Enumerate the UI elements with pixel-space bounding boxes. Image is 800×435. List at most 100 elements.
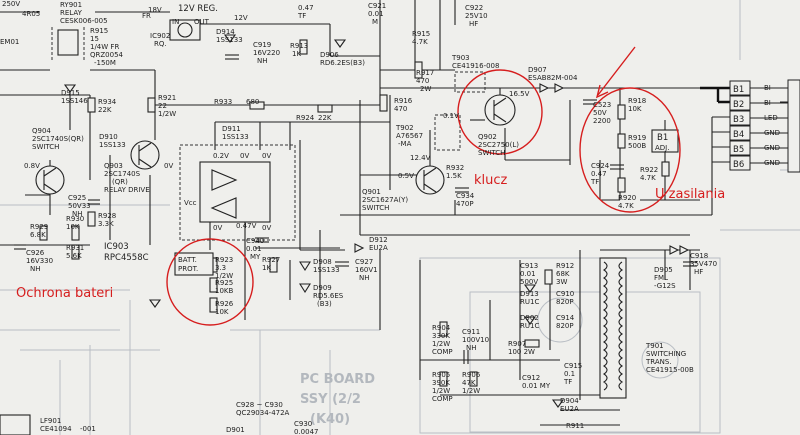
label-c934v: 470P	[456, 200, 474, 208]
label-r923v: 3.3	[215, 264, 226, 272]
label-c925: C925	[68, 194, 86, 202]
label-c9xv: TF	[297, 12, 306, 20]
label-relay: RELAY	[60, 9, 83, 17]
label-v0d: 0V	[213, 224, 222, 232]
label-c926n: NH	[30, 265, 41, 273]
label-r904c: COMP	[432, 348, 453, 356]
board-ghost-line1: PC BOARD	[300, 372, 375, 387]
label-c9x: 0.47	[298, 4, 314, 12]
label-r912w: 3W	[556, 278, 567, 286]
annotation-ellipse-zasilanie	[579, 87, 681, 213]
transistor-q903	[130, 140, 160, 170]
label-d901: D901	[226, 426, 245, 434]
label-d911: D911	[222, 125, 241, 133]
label-c926v: 16V330	[26, 257, 53, 265]
diode-d904	[551, 399, 565, 408]
label-c914v: 820P	[556, 322, 574, 330]
label-c930v: 0.0047	[294, 428, 319, 435]
label-c523c: 2200	[593, 117, 611, 125]
label-r919v: 500B	[628, 142, 646, 150]
label-qrz: QRZ0054	[90, 51, 124, 59]
label-d904v: EU2A	[560, 405, 579, 413]
label-r926v: 10K	[215, 308, 229, 316]
label-r4r05: 4R05	[22, 10, 40, 18]
label-c913w: 500V	[520, 278, 538, 286]
connector-signal-label: BI	[764, 99, 771, 107]
label-v08: 0.8V	[24, 162, 40, 170]
label-c928v: QC29034-472A	[236, 409, 290, 417]
label-r920v: 4.7K	[618, 202, 634, 210]
label-c915t: TF	[563, 378, 572, 386]
label-d912v: EU2A	[369, 244, 388, 252]
label-d913: D913	[520, 290, 539, 298]
diode-d902	[523, 316, 537, 325]
label-q904v: 2SC1740S(QR)	[32, 135, 84, 143]
label-t902: T902	[395, 124, 414, 132]
relay-body	[57, 29, 79, 56]
label-v02: 0.2V	[213, 152, 229, 160]
label-v0a: 0V	[164, 162, 173, 170]
diode-d905	[669, 245, 680, 255]
label-r928v: 3.3K	[98, 220, 114, 228]
label-r905w: 1/2W	[432, 387, 450, 395]
label-ic902: IC902	[150, 32, 170, 40]
annotation-u-zasilania: U zasilania	[655, 187, 725, 202]
label-v047: 0.47V	[236, 222, 257, 230]
annotation-ochrona-bateri: Ochrona bateri	[16, 286, 113, 301]
label-d908v: 1SS133	[313, 266, 340, 274]
label-ic903: IC903	[104, 242, 129, 252]
label-d909b: (B3)	[317, 300, 332, 308]
annotation-klucz: klucz	[474, 173, 508, 188]
label-c915v: 0.1	[564, 370, 575, 378]
label-c927n: NH	[359, 274, 370, 282]
label-c927v: 160V1	[355, 266, 378, 274]
connector-pin-label: B5	[733, 145, 744, 155]
label-r904v: 330K	[432, 332, 450, 340]
wiring	[0, 0, 800, 426]
label-batt2: PROT.	[178, 265, 198, 273]
label-out: OUT	[194, 18, 210, 26]
label-vcc: Vcc	[184, 199, 197, 207]
label-r931v: 5.6K	[66, 252, 82, 260]
label-c913: C913	[520, 262, 538, 270]
label-ry901: RY901	[60, 1, 82, 9]
label-c921: C921	[368, 2, 386, 10]
label-r916v: 470	[394, 105, 407, 113]
label-r934: R934	[98, 98, 117, 106]
label-r933v: 680	[246, 98, 259, 106]
label-q901v: 2SC1627A(Y)	[362, 196, 408, 204]
label-r906w: 1/2W	[462, 387, 480, 395]
label-v18: 18V	[148, 6, 162, 14]
label-r919: R919	[628, 134, 646, 142]
label-d914v: 1SS133	[216, 36, 243, 44]
label-v250: 250V	[2, 0, 20, 8]
label-d915: D915	[61, 89, 80, 97]
label-c940: C940	[246, 237, 264, 245]
label-r932: R932	[446, 164, 464, 172]
label-c919v: 16V220	[253, 49, 280, 57]
label-r918: R918	[628, 97, 646, 105]
label-c928: C928 ~ C930	[236, 401, 283, 409]
transistor-q904	[35, 165, 65, 195]
label-d911v: 1SS133	[222, 133, 249, 141]
board-ghost-line2: SSY (2/2	[300, 392, 361, 407]
label-t903v: CE41916-008	[452, 62, 499, 70]
label-r929: R929	[30, 223, 48, 231]
label-c918: C918	[690, 252, 708, 260]
diode-d915	[63, 84, 77, 93]
label-lf901w: -001	[80, 425, 96, 433]
label-v01: 0.1V	[443, 112, 459, 120]
label-r926: R926	[215, 300, 234, 308]
label-q903v: 2SC1740S	[104, 170, 141, 178]
label-r922v: 4.7K	[640, 174, 656, 182]
label-d902v: RU1C	[520, 322, 539, 330]
label-r930v: 10K	[66, 223, 80, 231]
label-r904w: 1/2W	[432, 340, 450, 348]
label-r917w: 2W	[420, 85, 431, 93]
connector-pin-label: B1	[733, 85, 744, 95]
label-d910: D910	[99, 133, 118, 141]
label-q903: Q903	[104, 162, 123, 170]
label-r927: R927	[262, 256, 280, 264]
label-q904s: SWITCH	[32, 143, 59, 151]
